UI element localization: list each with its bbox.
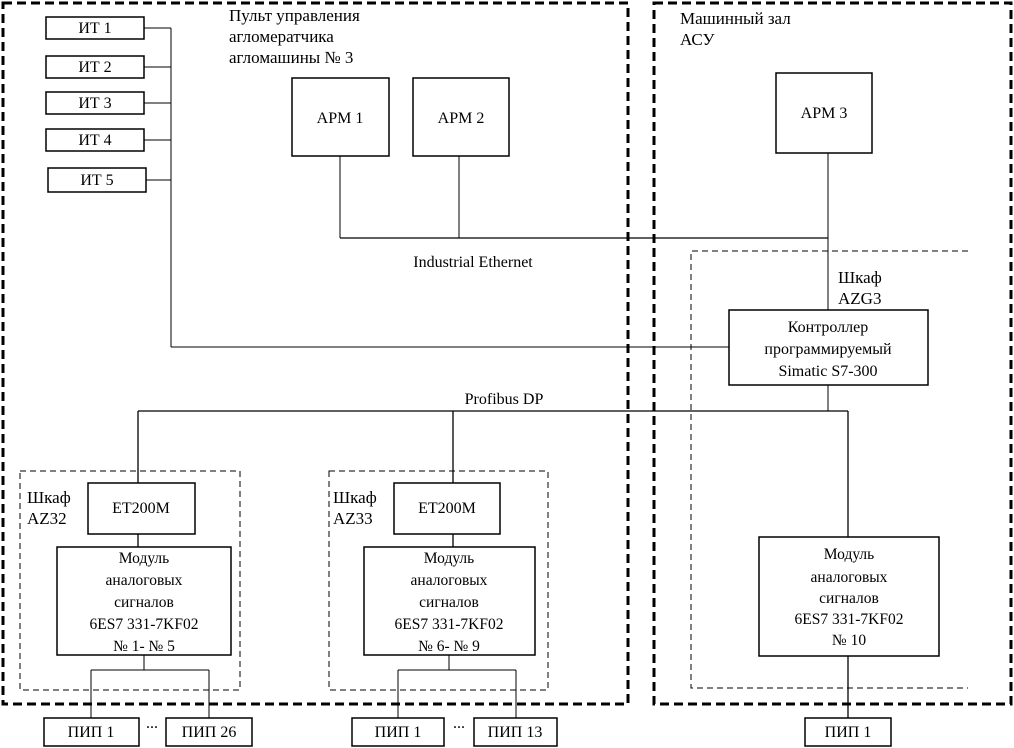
pip-az32-first-label: ПИП 1	[68, 724, 115, 741]
workstation-arm2: АРМ 2	[412, 77, 510, 157]
machine-room-title-line-1: Машинный зал	[680, 9, 791, 28]
pip-az33-first-label: ПИП 1	[375, 724, 422, 741]
profibus-dp-label: Profibus DP	[465, 391, 544, 408]
machine-room-zone	[652, 1, 1013, 706]
workstation-arm1: АРМ 1	[291, 77, 390, 157]
control-room-title-line-3: агломашины № 3	[229, 48, 353, 67]
arm2-label: АРМ 2	[438, 110, 485, 127]
analog-module-az32: Модуль аналоговых сигналов 6ES7 331-7KF0…	[56, 546, 232, 656]
pip-az33-last: ПИП 13	[473, 717, 558, 747]
control-room-zone	[1, 1, 630, 706]
et200m-az33-label: ET200M	[418, 500, 476, 517]
controller-simatic-s7-300: Контроллер программируемый Simatic S7-30…	[728, 309, 929, 386]
control-room-title-line-1: Пульт управления	[229, 6, 360, 25]
sensor-label-5: ИТ 5	[80, 172, 113, 189]
sensor-label-4: ИТ 4	[78, 132, 111, 149]
pip-az32-last: ПИП 26	[165, 717, 253, 747]
pip-module10: ПИП 1	[804, 717, 892, 747]
analog-module-az33: Модуль аналоговых сигналов 6ES7 331-7KF0…	[363, 546, 536, 656]
et200m-az32: ET200M	[87, 482, 196, 535]
module-10-line-3: сигналов	[819, 590, 879, 607]
module-az32-output-lines	[90, 655, 210, 718]
module-az33-line-1: Модуль	[424, 550, 474, 567]
industrial-ethernet-label: Industrial Ethernet	[413, 254, 533, 271]
controller-label-line-1: Контроллер	[788, 319, 868, 336]
cabinet-az33-title-line-1: Шкаф	[333, 488, 377, 507]
module-az32-line-5: № 1- № 5	[113, 638, 175, 655]
module-az33-line-4: 6ES7 331-7KF02	[395, 616, 504, 633]
controller-label-line-3: Simatic S7-300	[778, 363, 877, 380]
cabinet-az33-title-line-2: AZ33	[333, 509, 373, 528]
module-az32-line-2: аналоговых	[106, 572, 183, 589]
sensor-box-3: ИТ 3	[45, 91, 145, 115]
sensor-box-1: ИТ 1	[45, 16, 145, 40]
pip-az32-first: ПИП 1	[43, 717, 140, 747]
sensor-label-3: ИТ 3	[78, 95, 111, 112]
machine-room-title-line-2: АСУ	[680, 30, 716, 49]
module-az32-line-3: сигналов	[114, 594, 174, 611]
controller-label-line-2: программируемый	[764, 341, 892, 358]
sensor-box-2: ИТ 2	[45, 55, 145, 79]
module-10-line-1: Модуль	[824, 546, 874, 563]
module-10-line-5: № 10	[832, 632, 866, 649]
module-10-line-2: аналоговых	[811, 569, 888, 586]
cabinet-azg3-boundary	[690, 250, 968, 689]
cabinet-azg3-title-line-1: Шкаф	[838, 268, 882, 287]
cabinet-az32-title-line-1: Шкаф	[27, 488, 71, 507]
sensor-box-5: ИТ 5	[47, 167, 147, 193]
arm3-label: АРМ 3	[801, 105, 848, 122]
sensor-label-2: ИТ 2	[78, 59, 111, 76]
module-10-line-4: 6ES7 331-7KF02	[795, 611, 904, 628]
sensor-box-4: ИТ 4	[45, 128, 145, 152]
control-room-title-line-2: агломератчика	[229, 27, 334, 46]
workstation-arm3: АРМ 3	[775, 72, 873, 154]
arm1-label: АРМ 1	[317, 110, 364, 127]
pip-az33-first: ПИП 1	[351, 717, 445, 747]
et200m-az32-label: ET200M	[112, 500, 170, 517]
pip-az32-ellipsis: ...	[146, 715, 158, 732]
cabinet-azg3-title-line-2: AZG3	[838, 289, 881, 308]
analog-module-10: Модуль аналоговых сигналов 6ES7 331-7KF0…	[758, 536, 940, 657]
module-az32-line-4: 6ES7 331-7KF02	[90, 616, 199, 633]
module-az33-line-2: аналоговых	[411, 572, 488, 589]
pip-az33-last-label: ПИП 13	[488, 724, 543, 741]
pip-module10-label: ПИП 1	[825, 724, 872, 741]
et200m-az33: ET200M	[393, 482, 501, 535]
pip-az32-last-label: ПИП 26	[182, 724, 237, 741]
module-az33-output-lines	[397, 655, 517, 718]
cabinet-az32-title-line-2: AZ32	[27, 509, 67, 528]
sensor-label-1: ИТ 1	[78, 20, 111, 37]
module-az33-line-5: № 6- № 9	[418, 638, 480, 655]
pip-az33-ellipsis: ...	[453, 715, 465, 732]
cabinet-az32-boundary	[19, 470, 241, 691]
module-az32-line-1: Модуль	[119, 550, 169, 567]
module-az33-line-3: сигналов	[419, 594, 479, 611]
